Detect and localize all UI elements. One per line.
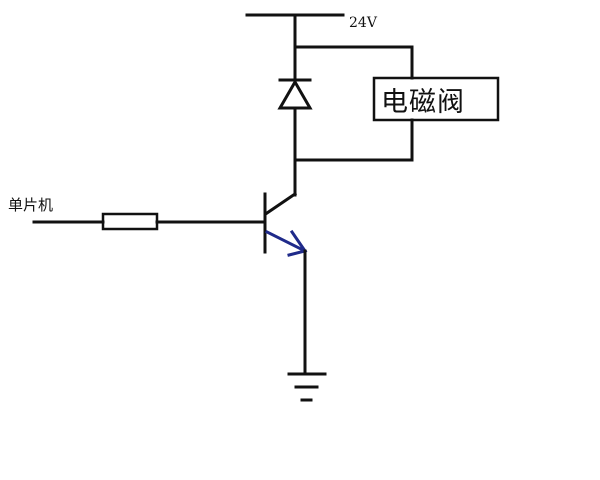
base-resistor (101, 212, 159, 231)
solenoid-valve-box (372, 76, 500, 122)
supply-voltage-label: 24V (349, 15, 377, 31)
mcu-label: 单片机 (8, 196, 54, 214)
diode-icon (277, 78, 313, 110)
transistor-collector (264, 191, 298, 216)
transistor-emitter (264, 229, 308, 254)
solenoid-valve-label: 电磁阀 (381, 87, 465, 118)
